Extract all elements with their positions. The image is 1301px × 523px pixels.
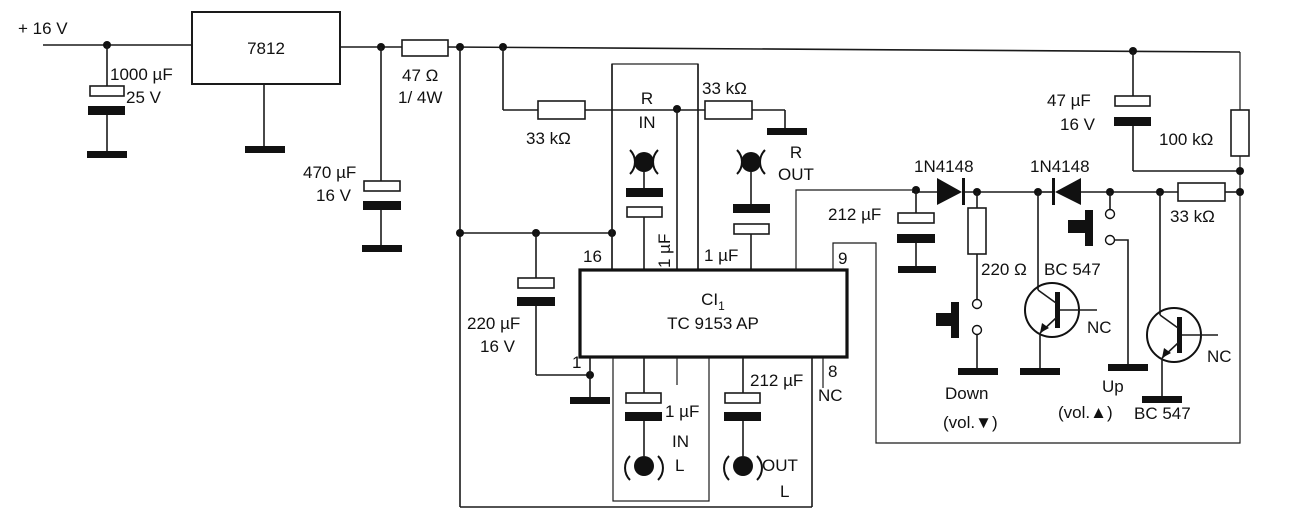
r-in-label-2: IN xyxy=(639,113,656,132)
button-up-plunger xyxy=(1085,210,1093,246)
resistor-220ohm xyxy=(967,207,987,255)
l-out-label-2: L xyxy=(780,482,789,501)
transistor-2-label: BC 547 xyxy=(1134,404,1191,423)
pin-8-nc-label: NC xyxy=(818,386,843,405)
ic-ref: CI1 xyxy=(701,290,725,313)
pin-1-label: 1 xyxy=(572,353,581,372)
l-in-label-2: L xyxy=(675,456,684,475)
ic-ref-main: CI xyxy=(701,290,718,309)
button-down-plunger xyxy=(951,302,959,338)
r-in-jack xyxy=(626,149,663,270)
resistor-100k-value: 100 kΩ xyxy=(1159,130,1213,149)
button-up-label: Up xyxy=(1102,377,1124,396)
resistor-220ohm-value: 220 Ω xyxy=(981,260,1027,279)
capacitor-47uF xyxy=(1114,95,1151,107)
transistor-2-nc: NC xyxy=(1207,347,1232,366)
button-up-sub: (vol.▲) xyxy=(1058,403,1113,422)
ground-symbol xyxy=(767,128,807,135)
cap-470uF-voltage: 16 V xyxy=(316,186,352,205)
ground-symbol xyxy=(1108,364,1148,371)
resistor-33k-1 xyxy=(537,100,586,120)
resistor-33k-3 xyxy=(1177,182,1226,202)
resistor-47ohm xyxy=(401,39,449,57)
cap-470uF-value: 470 µF xyxy=(303,163,356,182)
diode-1n4148-2 xyxy=(1052,178,1055,205)
ground-symbol xyxy=(570,397,610,404)
ground-symbol xyxy=(958,368,998,375)
regulator-7812 xyxy=(191,11,341,85)
button-down-sub: (vol.▼) xyxy=(943,413,998,432)
resistor-33k-3-value: 33 kΩ xyxy=(1170,207,1215,226)
diode-2-label: 1N4148 xyxy=(1030,157,1090,176)
r-in-cap-value: 1 µF xyxy=(655,234,674,268)
capacitor-212uF xyxy=(897,212,935,224)
resistor-33k-1-value: 33 kΩ xyxy=(526,129,571,148)
left-channel xyxy=(612,357,763,502)
button-down-label: Down xyxy=(945,384,988,403)
ic-ref-sub: 1 xyxy=(718,299,725,313)
ic-part: TC 9153 AP xyxy=(667,314,759,333)
supply-label: + 16 V xyxy=(18,19,68,38)
regulator-label: 7812 xyxy=(247,39,285,58)
cap-1000uF-voltage: 25 V xyxy=(126,88,162,107)
pin-8-label: 8 xyxy=(828,362,837,381)
l-out-jack xyxy=(733,456,753,476)
r-in-label-1: R xyxy=(641,89,653,108)
resistor-33k-2-value: 33 kΩ xyxy=(702,79,747,98)
l-in-jack xyxy=(634,456,654,476)
l-out-cap-value: 212 µF xyxy=(750,371,803,390)
l-in-label-1: IN xyxy=(672,432,689,451)
wire-pin9 xyxy=(832,52,1241,444)
r-out-label-2: OUT xyxy=(778,165,814,184)
resistor-47ohm-rating: 1/ 4W xyxy=(398,88,442,107)
ground-symbol xyxy=(362,245,402,252)
transistor-1-label: BC 547 xyxy=(1044,260,1101,279)
l-in-cap-value: 1 µF xyxy=(665,402,699,421)
r-out-jack xyxy=(733,149,770,270)
resistor-33k-2 xyxy=(704,100,753,120)
l-out-label-1: OUT xyxy=(762,456,798,475)
l-in-connector-box xyxy=(612,357,710,502)
resistor-47ohm-value: 47 Ω xyxy=(402,66,438,85)
diode-1n4148-1 xyxy=(937,178,962,205)
r-out-label-1: R xyxy=(790,143,802,162)
pin-16-label: 16 xyxy=(583,247,602,266)
pin-9-label: 9 xyxy=(838,249,847,268)
r-out-cap-value: 1 µF xyxy=(704,246,738,265)
ic-tc9153ap xyxy=(578,268,849,359)
cap-212uF-value: 212 µF xyxy=(828,205,881,224)
supply-section: + 16 V 1000 µF 25 V 7812 470 µF 16 V xyxy=(18,11,449,252)
capacitor-470uF xyxy=(362,47,402,252)
cap-1000uF-value: 1000 µF xyxy=(110,65,173,84)
ground-symbol xyxy=(87,151,127,158)
cap-47uF-value: 47 µF xyxy=(1047,91,1091,110)
ground-symbol xyxy=(898,266,936,273)
transistor-1-nc: NC xyxy=(1087,318,1112,337)
control-section xyxy=(897,51,1250,403)
ground-symbol xyxy=(1020,368,1060,375)
cap-47uF-voltage: 16 V xyxy=(1060,115,1096,134)
capacitor-220uF xyxy=(517,233,610,404)
capacitor-1000uF xyxy=(87,45,127,158)
cap-220uF-voltage: 16 V xyxy=(480,337,516,356)
diode-1-label: 1N4148 xyxy=(914,157,974,176)
ground-symbol xyxy=(1142,396,1182,403)
cap-220uF-value: 220 µF xyxy=(467,314,520,333)
resistor-100k xyxy=(1230,109,1250,157)
ground-symbol xyxy=(245,146,285,153)
